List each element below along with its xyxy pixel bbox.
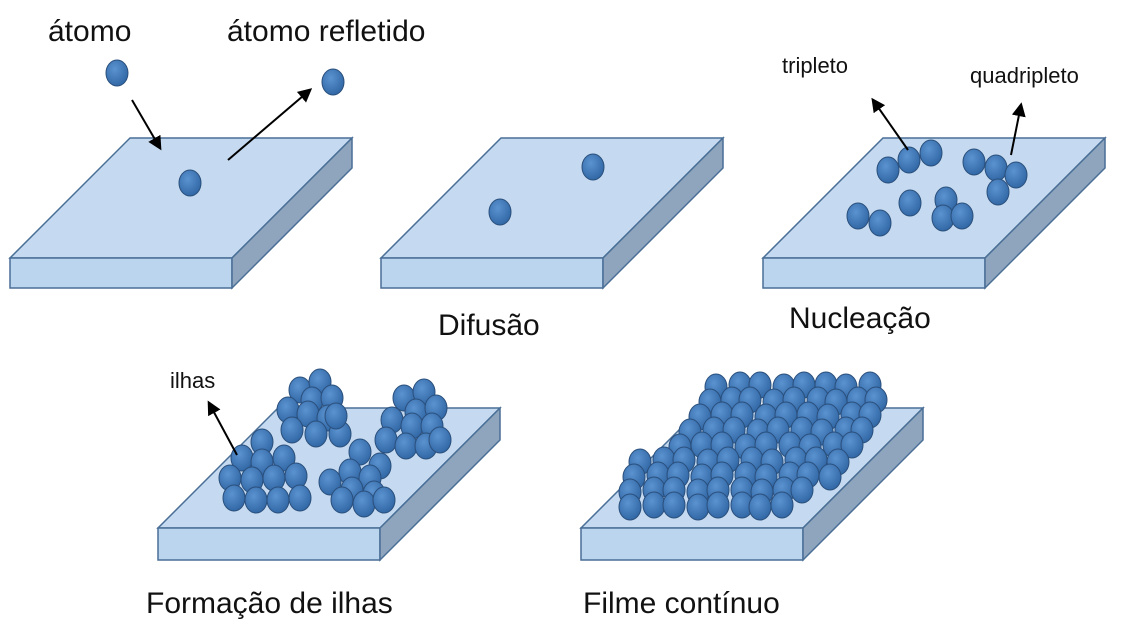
- slab-front-face: [580, 527, 804, 561]
- atom: [770, 491, 794, 519]
- atom: [662, 491, 686, 519]
- atom: [642, 491, 666, 519]
- islands-label: ilhas: [170, 368, 215, 393]
- slab-front-face: [380, 257, 604, 289]
- quadruplet-arrow: [1010, 102, 1026, 156]
- atom: [1004, 161, 1028, 189]
- slab-front-face: [157, 527, 381, 561]
- atom: [105, 59, 129, 87]
- island-formation-label: Formação de ilhas: [146, 587, 393, 620]
- atom: [178, 169, 202, 197]
- atom: [986, 178, 1010, 206]
- quadruplet-label: quadripleto: [970, 63, 1079, 88]
- nucleation-label: Nucleação: [789, 302, 931, 335]
- slab-side-face: [602, 136, 724, 290]
- atom: [280, 416, 304, 444]
- slab-side-face: [984, 136, 1106, 290]
- atom: [330, 486, 354, 514]
- incoming-arrow: [131, 99, 162, 151]
- substrate-slab-adsorption: [8, 136, 354, 290]
- atom: [374, 426, 398, 454]
- atom: [348, 438, 372, 466]
- triplet-label: tripleto: [782, 53, 848, 78]
- slab-front-face: [762, 257, 986, 289]
- diffusion-label: Difusão: [438, 309, 540, 342]
- atom: [897, 146, 921, 174]
- atom: [840, 431, 864, 459]
- atom: [318, 468, 342, 496]
- slab-side-face: [379, 406, 501, 562]
- triplet-arrow: [871, 97, 909, 151]
- atom: [394, 432, 418, 460]
- reflected-arrow: [227, 88, 313, 161]
- atom: [244, 486, 268, 514]
- atom: [266, 486, 290, 514]
- atom: [686, 493, 710, 521]
- atom: [876, 156, 900, 184]
- atom: [846, 202, 870, 230]
- islands-arrow: [207, 400, 238, 456]
- slab-side-face: [802, 406, 924, 562]
- atom: [304, 420, 328, 448]
- atom-label: átomo: [48, 15, 131, 48]
- atom: [488, 198, 512, 226]
- atom: [818, 463, 842, 491]
- atom: [324, 402, 348, 430]
- atom: [962, 148, 986, 176]
- atom: [428, 426, 452, 454]
- atom: [272, 444, 296, 472]
- atom: [372, 486, 396, 514]
- atom: [288, 484, 312, 512]
- atom: [352, 490, 376, 518]
- reflected-atom-label: átomo refletido: [227, 15, 425, 48]
- substrate-slab-diffusion: [379, 136, 725, 290]
- atom: [950, 202, 974, 230]
- continuous-film-label: Filme contínuo: [583, 587, 780, 620]
- slab-side-face: [231, 136, 353, 290]
- atom: [706, 491, 730, 519]
- atom: [321, 68, 345, 96]
- atom: [618, 493, 642, 521]
- atom: [984, 154, 1008, 182]
- atom: [262, 464, 286, 492]
- atom: [898, 189, 922, 217]
- atoms-layer: [105, 59, 1028, 521]
- atom: [790, 476, 814, 504]
- slab-front-face: [9, 257, 233, 289]
- atom: [868, 209, 892, 237]
- atom: [581, 153, 605, 181]
- atom: [222, 484, 246, 512]
- atom: [748, 493, 772, 521]
- atom: [919, 139, 943, 167]
- atom: [284, 462, 308, 490]
